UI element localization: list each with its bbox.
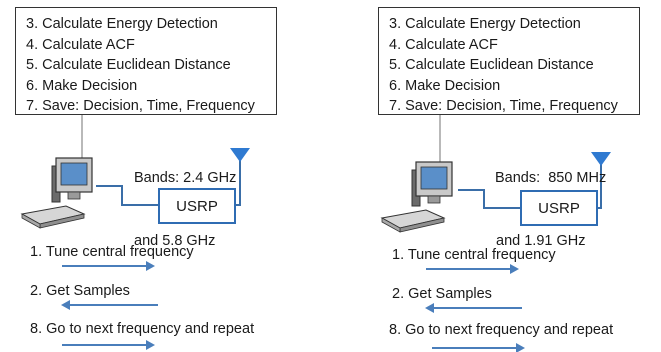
step-1-note: 1. Tune central frequency <box>30 244 194 260</box>
step-3-label: 3. Calculate Energy Detection <box>389 16 581 32</box>
step-8-note: 8. Go to next frequency and repeat <box>30 321 255 337</box>
step-8-note: 8. Go to next frequency and repeat <box>389 322 614 338</box>
step-3-label: 3. Calculate Energy Detection <box>26 16 218 32</box>
left-diagram-panel: 3. Calculate Energy Detection 4. Calcula… <box>0 0 330 352</box>
bands-label: Bands: 2.4 GHz and 5.8 GHz <box>134 126 236 294</box>
usrp-label: USRP <box>538 199 580 217</box>
step-2-note: 2. Get Samples <box>392 286 492 302</box>
computer-usrp-cable <box>96 185 158 206</box>
connections-svg <box>20 115 250 350</box>
right-diagram-panel: 3. Calculate Energy Detection 4. Calcula… <box>360 0 661 352</box>
processing-steps-box: 3. Calculate Energy Detection 4. Calcula… <box>378 7 640 115</box>
antenna-icon <box>591 152 611 166</box>
step-6-label: 6. Make Decision <box>389 77 501 94</box>
usrp-box: USRP <box>520 190 598 226</box>
step-4-label: 4. Calculate ACF <box>389 36 498 53</box>
step-7-label: 7. Save: Decision, Time, Frequency <box>26 98 255 114</box>
step-5-label: 5. Calculate Euclidean Distance <box>26 57 231 73</box>
connections-svg <box>380 115 611 352</box>
processing-steps-box: 3. Calculate Energy Detection 4. Calcula… <box>15 7 277 115</box>
step-2-note: 2. Get Samples <box>30 283 130 299</box>
step-6-label: 6. Make Decision <box>26 77 138 94</box>
antenna-icon <box>230 148 250 162</box>
usrp-antenna-cable <box>598 160 602 209</box>
usrp-label: USRP <box>176 197 218 215</box>
bands-line-1: Bands: 850 MHz <box>495 170 607 186</box>
bands-line-1: Bands: 2.4 GHz <box>134 170 237 186</box>
bands-label: Bands: 850 MHz and 1.91 GHz <box>495 126 606 294</box>
step-1-note: 1. Tune central frequency <box>392 247 556 263</box>
step-7-label: 7. Save: Decision, Time, Frequency <box>389 98 618 114</box>
step-5-label: 5. Calculate Euclidean Distance <box>389 57 594 73</box>
usrp-antenna-cable <box>236 156 241 206</box>
usrp-box: USRP <box>158 188 236 224</box>
bands-line-2: and 5.8 GHz <box>134 233 216 249</box>
computer-icon <box>20 157 93 229</box>
step-4-label: 4. Calculate ACF <box>26 36 135 53</box>
computer-usrp-cable <box>458 189 520 209</box>
computer-icon <box>380 161 453 233</box>
bands-line-2: and 1.91 GHz <box>496 233 586 249</box>
